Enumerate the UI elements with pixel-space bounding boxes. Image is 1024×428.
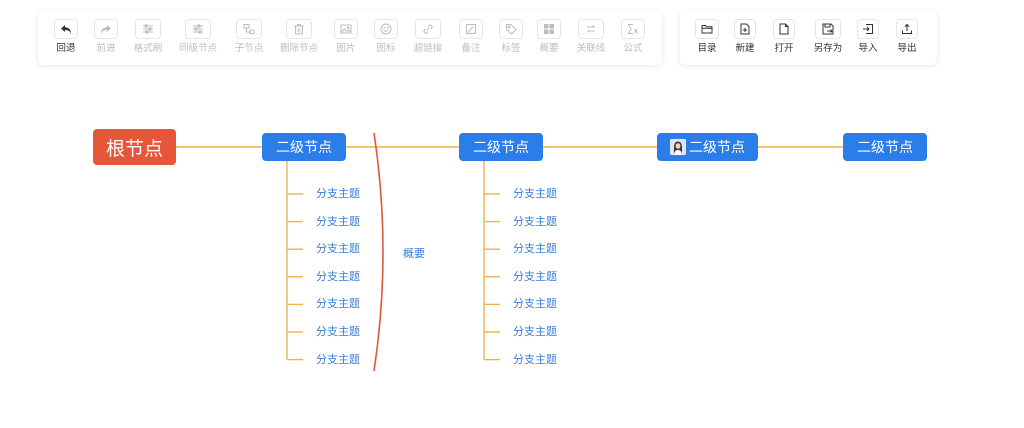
tag-label: 标签 (501, 43, 521, 54)
save-as-label: 另存为 (813, 43, 843, 54)
delete-node-button[interactable]: 删除节点 (279, 19, 319, 55)
sibling-node-label: 同级节点 (179, 43, 218, 54)
branch-topic[interactable]: 分支主题 (316, 269, 360, 283)
association-label: 关联线 (576, 43, 606, 54)
import-label: 导入 (858, 43, 878, 54)
import-button[interactable]: 导入 (857, 19, 879, 55)
note-icon (459, 19, 483, 39)
smiley-icon (374, 19, 398, 39)
child-node-label: 子节点 (234, 43, 264, 54)
note-label: 备注 (461, 43, 481, 54)
branch-topic[interactable]: 分支主题 (316, 214, 360, 228)
edit-toolbar: 回退 前进 格式刷 同级节点 子节点 删除节点 图片 图标 超链接 备注 标签 概要 关联线 公式 (38, 11, 662, 65)
branch-topic[interactable]: 分支主题 (513, 187, 557, 200)
redo-icon (94, 19, 118, 39)
avatar (670, 139, 686, 155)
file-icon (773, 19, 795, 39)
branch-topic[interactable]: 分支主题 (316, 242, 360, 256)
summary-button[interactable]: 概要 (537, 19, 561, 55)
second-level-node[interactable]: 二级节点 (262, 133, 346, 161)
undo-label: 回退 (56, 43, 76, 54)
second-level-node-label: 二级节点 (857, 140, 913, 156)
second-level-node-label: 二级节点 (473, 140, 529, 156)
branch-topic[interactable]: 分支主题 (513, 214, 557, 228)
branch-topic[interactable]: 分支主题 (513, 269, 557, 283)
redo-label: 前进 (96, 43, 116, 54)
hyperlink-label: 超链接 (413, 43, 443, 54)
export-button[interactable]: 导出 (896, 19, 918, 55)
new-label: 新建 (735, 43, 755, 54)
summary-label: 概要 (539, 43, 559, 54)
branch-topic[interactable]: 分支主题 (316, 297, 360, 311)
icon-button[interactable]: 图标 (374, 19, 398, 55)
root-node[interactable]: 根节点 (93, 129, 176, 165)
branch-topic[interactable]: 分支主题 (513, 352, 557, 366)
catalog-label: 目录 (697, 43, 717, 54)
formula-label: 公式 (623, 43, 643, 54)
tag-icon (499, 19, 523, 39)
delete-node-label: 删除节点 (279, 43, 318, 54)
association-line-icon (578, 19, 604, 39)
branch-topic[interactable]: 分支主题 (513, 325, 557, 338)
formula-button[interactable]: 公式 (621, 19, 645, 55)
second-level-node-label: 二级节点 (689, 140, 745, 156)
summary-bracket (373, 132, 384, 372)
format-painter-icon (135, 19, 161, 39)
hyperlink-button[interactable]: 超链接 (414, 19, 442, 55)
save-as-icon (815, 19, 841, 39)
export-icon (896, 19, 918, 39)
root-node-label: 根节点 (105, 137, 163, 160)
trash-icon (286, 19, 312, 39)
branch-topic[interactable]: 分支主题 (316, 352, 360, 366)
formula-icon (621, 19, 645, 39)
save-as-button[interactable]: 另存为 (813, 19, 843, 55)
open-button[interactable]: 打开 (773, 19, 795, 55)
second-level-node[interactable]: 二级节点 (459, 133, 543, 161)
branch-topic[interactable]: 分支主题 (513, 297, 557, 311)
import-icon (857, 19, 879, 39)
catalog-button[interactable]: 目录 (695, 19, 719, 55)
second-level-node-label: 二级节点 (276, 140, 332, 156)
image-button[interactable]: 图片 (334, 19, 358, 55)
sibling-node-icon (185, 19, 211, 39)
file-toolbar: 目录 新建 打开 另存为 导入 导出 (680, 11, 937, 65)
export-label: 导出 (897, 43, 917, 54)
summary-grid-icon (537, 19, 561, 39)
branch-topic[interactable]: 分支主题 (316, 325, 360, 338)
link-icon (415, 19, 441, 39)
association-button[interactable]: 关联线 (576, 19, 606, 55)
format-painter-button[interactable]: 格式刷 (134, 19, 162, 55)
branch-topic[interactable]: 分支主题 (513, 242, 557, 256)
undo-button[interactable]: 回退 (54, 19, 78, 55)
icon-label: 图标 (376, 43, 396, 54)
new-button[interactable]: 新建 (734, 19, 756, 55)
summary-label[interactable]: 概要 (403, 247, 425, 260)
image-icon (334, 19, 358, 39)
redo-button[interactable]: 前进 (94, 19, 118, 55)
branch-topic[interactable]: 分支主题 (316, 187, 360, 200)
open-label: 打开 (774, 43, 794, 54)
second-level-node[interactable]: 二级节点 (657, 133, 758, 161)
tag-button[interactable]: 标签 (499, 19, 523, 55)
folder-icon (695, 19, 719, 39)
undo-icon (54, 19, 78, 39)
new-file-icon (734, 19, 756, 39)
image-label: 图片 (336, 43, 356, 54)
child-node-button[interactable]: 子节点 (234, 19, 264, 55)
second-level-node[interactable]: 二级节点 (843, 133, 927, 161)
note-button[interactable]: 备注 (459, 19, 483, 55)
child-node-icon (236, 19, 262, 39)
format-painter-label: 格式刷 (133, 43, 163, 54)
sibling-node-button[interactable]: 同级节点 (179, 19, 217, 55)
